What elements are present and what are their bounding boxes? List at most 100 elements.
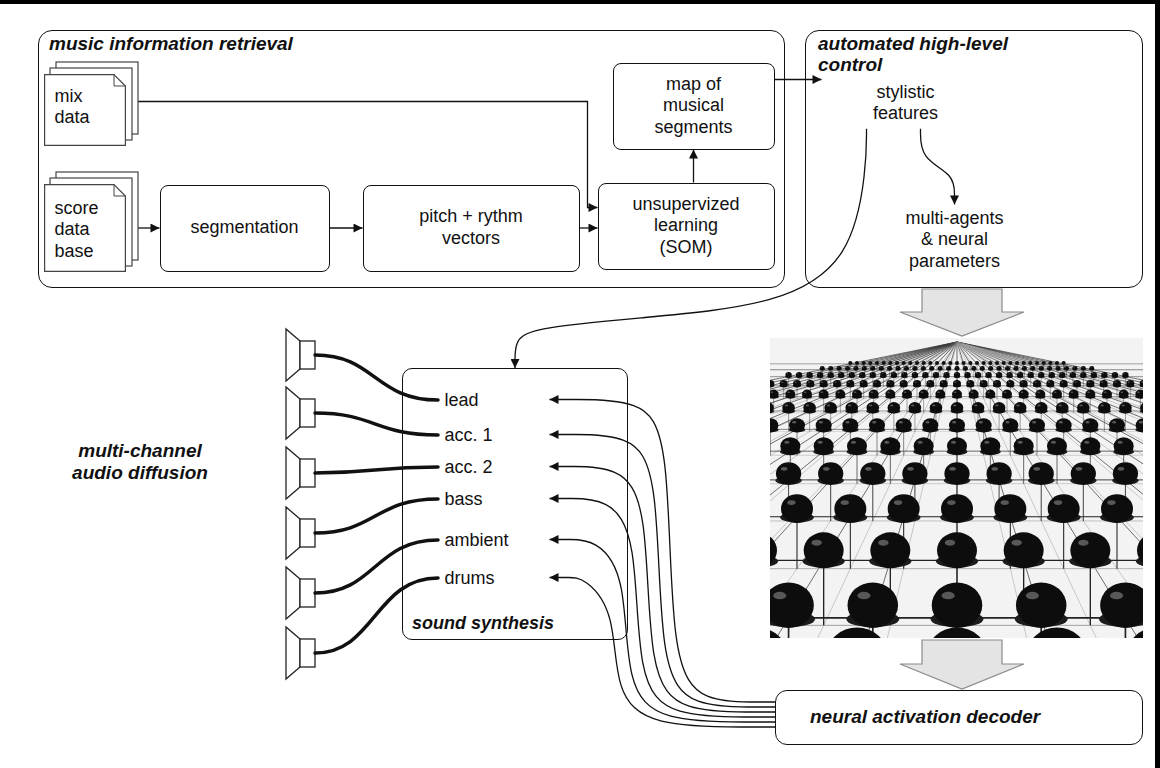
helmet-head — [975, 372, 982, 378]
helmet-dome — [997, 366, 1002, 371]
helmet-head — [1019, 380, 1027, 387]
page-fold — [114, 74, 125, 85]
helmet-head — [980, 366, 985, 371]
helmet-highlight — [1088, 382, 1090, 383]
helmet-head — [806, 372, 813, 378]
node-label: map of musical segments — [646, 74, 741, 139]
helmet-head — [971, 366, 976, 371]
helmet-highlight — [1112, 421, 1116, 423]
helmet-head — [845, 402, 858, 413]
helmet-head — [1059, 380, 1067, 387]
helmet-head — [868, 390, 879, 399]
helmet-dome — [963, 366, 968, 371]
helmet-highlight — [897, 366, 898, 368]
helmet-highlight — [784, 441, 789, 444]
helmet-dome — [901, 372, 907, 378]
helmet-dome — [1039, 366, 1044, 371]
helmet-head — [895, 418, 912, 432]
helmet-dome — [789, 418, 805, 432]
helmet-highlight — [1081, 373, 1083, 375]
helmet-head — [1014, 402, 1027, 413]
rod-line — [957, 342, 1143, 638]
helmet-head — [875, 361, 879, 365]
helmet-dome — [859, 372, 865, 378]
helmet-highlight — [987, 391, 990, 393]
helmet-head — [929, 366, 934, 371]
helmet-highlight — [1026, 592, 1039, 600]
helmet-dome — [1008, 361, 1012, 365]
helmet-highlight — [771, 391, 774, 393]
helmet-dome — [1082, 418, 1098, 432]
helmet-highlight — [1059, 421, 1063, 423]
helmet-head — [928, 361, 932, 365]
synthesis-box: sound synthesisleadacc. 1acc. 2bassambie… — [402, 368, 628, 640]
helmet-highlight — [1101, 404, 1104, 406]
helmet-dome — [933, 372, 939, 378]
floor-line — [770, 342, 957, 638]
floor-line — [770, 342, 957, 638]
helmet-dome — [1126, 380, 1134, 387]
helmet-highlight — [890, 404, 893, 406]
helmet-dome — [1055, 361, 1059, 365]
helmet-dome — [780, 437, 800, 455]
helmet-head — [1089, 366, 1094, 371]
helmet-highlight — [1121, 391, 1124, 393]
helmet-dome — [943, 372, 949, 378]
helmet-head — [1122, 372, 1129, 378]
helmet-dome — [904, 366, 909, 371]
photo-illustration — [770, 338, 1143, 638]
floor-line — [770, 342, 957, 638]
helmet-head — [971, 402, 984, 413]
helmet-highlight — [956, 361, 957, 363]
flow-arrow — [580, 227, 598, 228]
helmet-highlight — [785, 404, 788, 406]
helmet-dome — [1135, 390, 1143, 399]
helmet-head — [1098, 402, 1111, 413]
helmet-head — [935, 390, 946, 399]
helmet-dome — [1080, 372, 1086, 378]
node-label: multi-agents & neural parameters — [900, 208, 1010, 273]
helmet-head — [994, 494, 1028, 523]
helmet-dome — [942, 361, 946, 365]
helmet-highlight — [989, 366, 990, 368]
helmet-dome — [862, 361, 866, 365]
helmet-dome — [930, 402, 943, 413]
helmet-highlight — [971, 391, 974, 393]
flow-arrow — [330, 227, 363, 228]
section-panel: music information retrievalmix datascore… — [38, 30, 785, 288]
helmet-dome — [853, 366, 858, 371]
helmet-dome — [928, 361, 932, 365]
process-box: segmentation — [160, 185, 330, 272]
helmet-highlight — [969, 361, 970, 363]
helmet-dome — [770, 418, 778, 432]
rod-line — [770, 342, 957, 638]
helmet-dome — [869, 418, 885, 432]
helmet-highlight — [962, 361, 963, 363]
helmet-highlight — [1039, 373, 1041, 375]
flow-arrow — [550, 435, 776, 708]
floor-line — [770, 342, 957, 638]
track-label: bass — [443, 486, 550, 512]
helmet-dome — [870, 372, 876, 378]
floor-line — [957, 342, 1143, 638]
helmet-highlight — [1018, 441, 1023, 444]
rod-line — [770, 342, 957, 638]
helmet-head — [1028, 462, 1055, 485]
helmet-highlight — [909, 361, 910, 363]
speaker-wire — [315, 355, 438, 400]
helmet-dome — [1019, 390, 1029, 399]
helmet-head — [1015, 361, 1019, 365]
helmet-dome — [935, 390, 945, 399]
rod-line — [770, 342, 957, 638]
helmet-dome — [1073, 380, 1081, 387]
helmet-dome — [1005, 366, 1010, 371]
helmet-head — [966, 380, 974, 387]
helmet-highlight — [1001, 500, 1009, 505]
helmet-highlight — [1048, 382, 1050, 383]
helmet-dome — [770, 402, 774, 413]
helmet-highlight — [911, 404, 914, 406]
rod-line — [957, 342, 1143, 638]
node-label: unsupervized learning (SOM) — [629, 194, 744, 259]
helmet-dome — [781, 494, 813, 523]
